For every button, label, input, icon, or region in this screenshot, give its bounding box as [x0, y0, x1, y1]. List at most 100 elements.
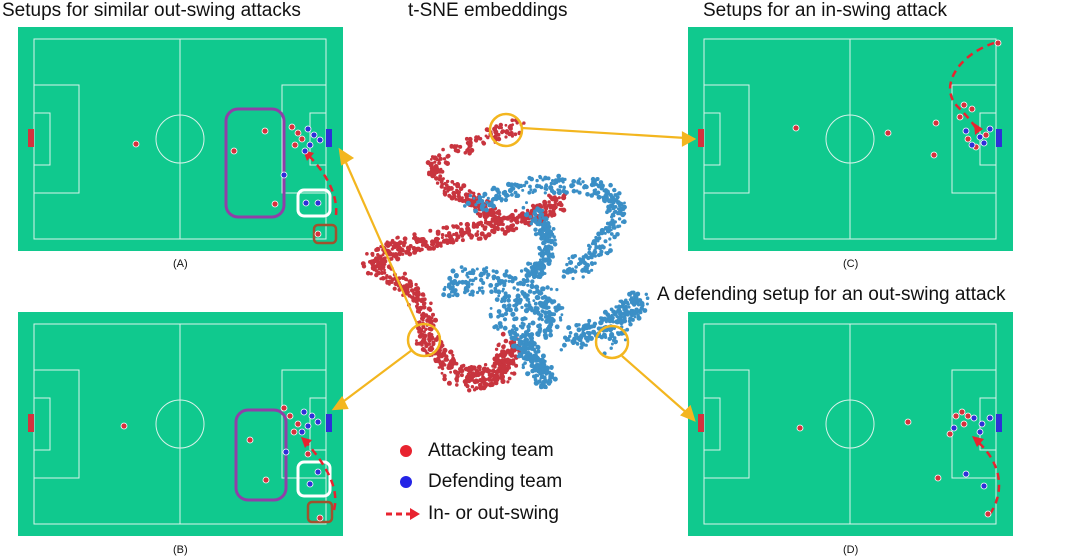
tsne-point — [556, 202, 561, 207]
tsne-point — [625, 309, 629, 313]
tsne-point — [497, 342, 501, 346]
tsne-point — [424, 313, 429, 317]
tsne-point — [621, 312, 624, 316]
tsne-point — [616, 331, 622, 337]
tsne-point — [549, 238, 555, 244]
tsne-point — [452, 182, 456, 186]
tsne-point — [634, 295, 639, 300]
tsne-point — [379, 268, 383, 272]
tsne-point — [534, 353, 538, 358]
tsne-point — [504, 129, 510, 134]
tsne-point — [433, 337, 439, 342]
tsne-point — [574, 265, 578, 269]
tsne-point — [454, 197, 458, 201]
tsne-point — [392, 286, 397, 291]
caption-c: (C) — [843, 258, 859, 270]
tsne-point — [458, 144, 463, 149]
tsne-point — [510, 186, 516, 191]
tsne-point — [567, 257, 571, 260]
tsne-point — [481, 291, 485, 295]
tsne-point — [592, 191, 597, 196]
tsne-point — [437, 161, 442, 165]
tsne-point — [533, 232, 539, 237]
tsne-point — [449, 195, 455, 201]
tsne-point — [532, 188, 537, 193]
tsne-point — [494, 375, 501, 381]
tsne-point — [608, 248, 613, 253]
tsne-point — [525, 201, 528, 205]
tsne-point — [494, 124, 499, 129]
tsne-point — [539, 185, 544, 190]
tsne-point — [513, 132, 518, 137]
tsne-point — [402, 271, 407, 276]
tsne-point — [380, 276, 386, 281]
tsne-point — [522, 183, 527, 188]
swing-arrow-a — [305, 152, 338, 216]
tsne-point — [609, 333, 615, 339]
tsne-point — [473, 208, 478, 214]
tsne-point — [533, 274, 538, 279]
tsne-point — [436, 352, 442, 357]
tsne-point — [415, 339, 418, 343]
tsne-point — [573, 254, 577, 258]
tsne-point — [431, 341, 436, 347]
tsne-point — [482, 203, 486, 207]
tsne-point — [469, 377, 474, 382]
tsne-point — [600, 183, 605, 189]
tsne-point — [474, 232, 480, 238]
tsne-point — [489, 289, 494, 295]
tsne-point — [494, 282, 500, 288]
tsne-point — [541, 216, 546, 220]
tsne-point — [536, 311, 541, 316]
tsne-point — [530, 368, 535, 374]
tsne-point — [404, 291, 410, 296]
tsne-point — [621, 318, 626, 323]
tsne-point — [426, 245, 432, 251]
tsne-point — [494, 269, 499, 275]
tsne-point — [425, 319, 429, 323]
tsne-point — [543, 311, 548, 316]
tsne-point — [550, 375, 555, 380]
tsne-point — [530, 354, 535, 360]
tsne-point — [579, 333, 584, 338]
tsne-point — [403, 277, 408, 282]
tsne-point — [510, 193, 514, 197]
tsne-point — [547, 305, 551, 310]
tsne-point — [433, 160, 437, 164]
tsne-point — [617, 191, 622, 196]
tsne-point — [544, 385, 548, 390]
tsne-point — [442, 350, 446, 354]
tsne-point — [382, 256, 386, 260]
tsne-point — [496, 190, 502, 195]
tsne-point — [564, 190, 569, 195]
tsne-point — [452, 232, 456, 237]
tsne-point — [507, 274, 512, 280]
tsne-point — [554, 305, 559, 310]
tsne-point — [383, 268, 386, 272]
tsne-point — [471, 365, 477, 371]
tsne-point — [579, 182, 582, 186]
tsne-point — [459, 265, 464, 269]
tsne-point — [505, 308, 509, 313]
tsne-point — [417, 238, 423, 244]
tsne-point — [537, 221, 542, 226]
tsne-point — [484, 207, 489, 213]
tsne-point — [637, 298, 641, 303]
tsne-point — [552, 242, 558, 247]
tsne-point — [536, 374, 540, 378]
tsne-point — [562, 185, 566, 190]
tsne-point — [390, 278, 395, 282]
tsne-point — [510, 279, 515, 284]
tsne-point — [370, 260, 376, 266]
tsne-point — [609, 203, 613, 207]
tsne-point — [420, 313, 424, 318]
tsne-point — [554, 324, 560, 330]
tsne-point — [446, 380, 452, 386]
tsne-point — [425, 342, 429, 347]
tsne-point — [551, 206, 556, 211]
tsne-point — [528, 339, 534, 344]
tsne-point — [496, 309, 502, 314]
tsne-point — [608, 243, 612, 247]
tsne-point — [507, 376, 512, 381]
tsne-point — [520, 305, 524, 309]
